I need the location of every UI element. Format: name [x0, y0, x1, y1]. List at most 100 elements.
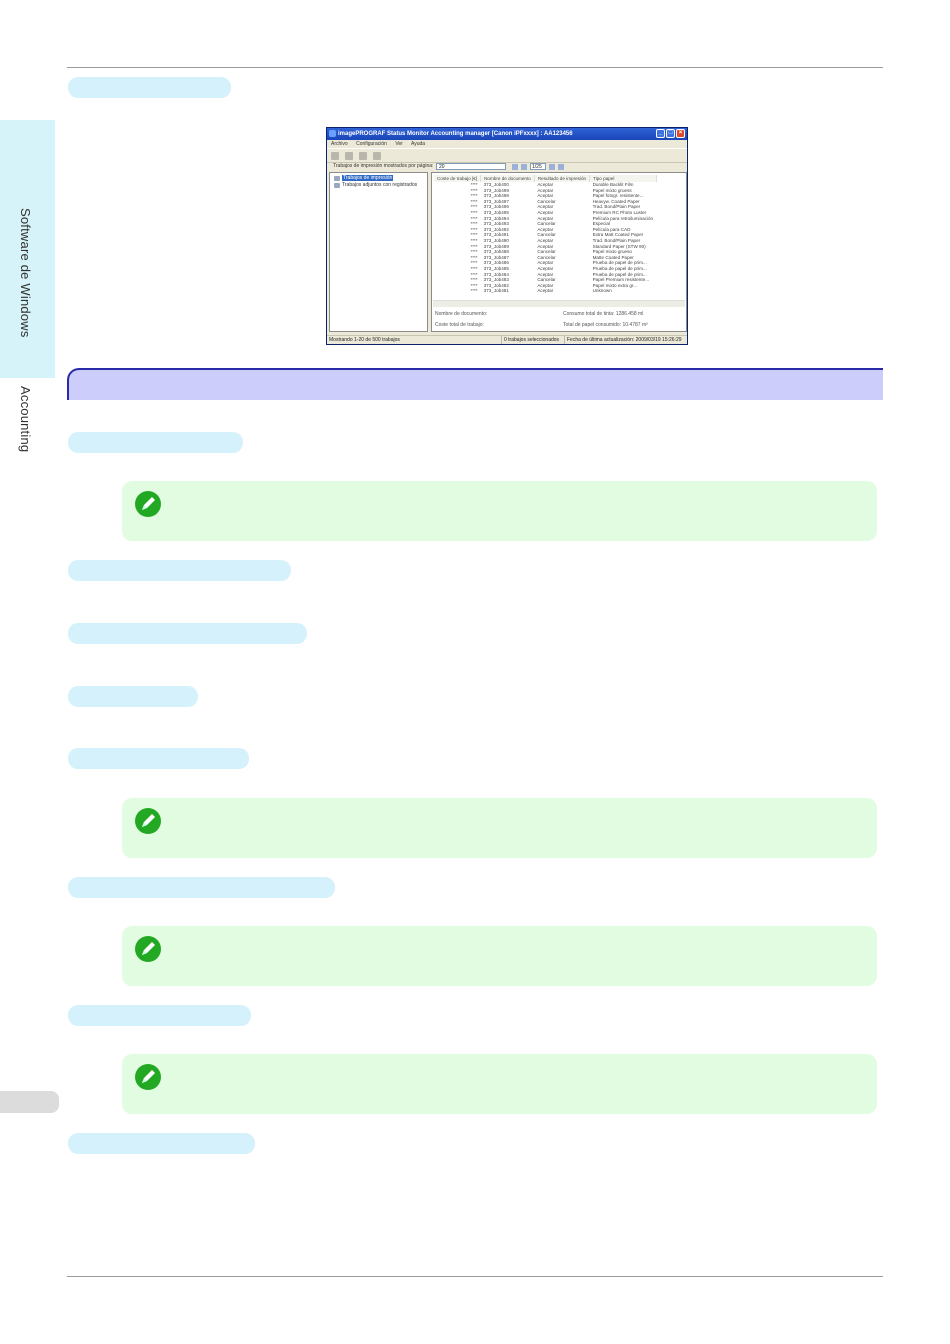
table-cell: Durable Backlit Film — [592, 182, 634, 187]
table-cell: 373_Job489 — [483, 243, 509, 249]
table-cell: Película para CAD — [592, 226, 631, 232]
toolbar — [327, 148, 687, 163]
table-cell: 373_Job493 — [483, 221, 509, 227]
maximize-icon[interactable]: □ — [666, 129, 675, 138]
table-cell: Unknown — [592, 288, 612, 294]
table-cell: 373_Job487 — [483, 254, 509, 260]
table-cell: **** — [470, 271, 478, 277]
note-box-1 — [122, 481, 877, 541]
prev-page-icon[interactable] — [521, 163, 527, 170]
table-cell: **** — [470, 182, 478, 187]
table-cell: Cancelar — [537, 232, 556, 238]
status-showing: Mostrando 1-20 de 500 trabajos — [327, 336, 502, 344]
tree-item-label: Trabajos de impresión — [342, 175, 394, 181]
tree-item-print-jobs[interactable]: Trabajos de impresión — [334, 175, 394, 181]
column-header-paper[interactable]: Tipo papel — [589, 175, 657, 182]
close-icon[interactable]: × — [676, 129, 685, 138]
export-icon[interactable] — [331, 151, 339, 160]
table-cell: Aceptar — [537, 237, 554, 243]
heading-pill-1 — [68, 77, 231, 98]
sidebar-chapter-label: Accounting — [18, 386, 33, 453]
job-list-pane: Coste de trabajo [€] Nombre de documento… — [431, 172, 687, 332]
table-cell: 373_Job498 — [483, 193, 509, 199]
top-rule — [67, 67, 883, 68]
page-field[interactable]: 1/25 — [530, 163, 546, 170]
menu-ayuda[interactable]: Ayuda — [410, 141, 426, 147]
menu-configuracion[interactable]: Configuración — [356, 141, 387, 147]
next-page-icon[interactable] — [549, 163, 555, 170]
heading-pill-2 — [68, 432, 243, 453]
table-cell: 373_Job485 — [483, 265, 509, 271]
sidebar-section-tab — [0, 120, 55, 350]
note-box-3 — [122, 926, 877, 986]
menu-archivo[interactable]: Archivo — [331, 141, 348, 147]
table-cell: Papel Premium resistente... — [592, 277, 650, 283]
jobs-per-page-select[interactable]: 20 — [436, 163, 506, 170]
pager: 1/25 — [512, 163, 564, 170]
table-cell: Aceptar — [537, 265, 554, 271]
folder-icon — [334, 175, 340, 181]
status-updated: Fecha de última actualización: 2009/03/1… — [567, 337, 682, 343]
table-cell: Cancelar — [537, 249, 556, 255]
menu-ver[interactable]: Ver — [395, 141, 403, 147]
table-cell: 373_Job495 — [483, 209, 509, 215]
table-cell: Trad. Bond/Plain Paper — [592, 237, 641, 243]
column-header-result[interactable]: Resultado de impresión — [534, 175, 591, 182]
folder-icon — [334, 182, 340, 188]
first-page-icon[interactable] — [512, 163, 518, 170]
table-cell: **** — [470, 221, 478, 227]
table-cell: 373_Job492 — [483, 226, 509, 232]
help-icon[interactable] — [373, 151, 381, 160]
table-cell: **** — [470, 237, 478, 243]
tree-item-attached-jobs[interactable]: Trabajos adjuntos con registrados — [334, 182, 417, 188]
table-cell: Prueba de papel de prim... — [592, 265, 647, 271]
table-cell: 373_Job497 — [483, 198, 509, 204]
heading-pill-4 — [68, 623, 307, 644]
info-doc-name: Nombre de documento: — [435, 311, 488, 317]
minimize-icon[interactable]: _ — [656, 129, 665, 138]
column-header-cost[interactable]: Coste de trabajo [€] — [434, 175, 482, 182]
last-page-icon[interactable] — [558, 163, 564, 170]
table-cell: 373_Job400 — [483, 182, 509, 187]
info-paper: Total de papel consumido: 10.4787 m² — [563, 322, 648, 328]
table-cell: **** — [470, 288, 478, 294]
table-cell: Película para retroiluminación — [592, 215, 654, 221]
table-cell: **** — [470, 226, 478, 232]
note-pencil-icon — [135, 1064, 161, 1090]
status-bar: Mostrando 1-20 de 500 trabajos 0 trabajo… — [327, 335, 687, 344]
refresh-icon[interactable] — [359, 151, 367, 160]
note-box-2 — [122, 798, 877, 858]
column-header-document[interactable]: Nombre de documento — [480, 175, 535, 182]
table-cell: **** — [470, 187, 478, 193]
table-cell: **** — [470, 249, 478, 255]
table-cell: **** — [470, 215, 478, 221]
tree-pane: Trabajos de impresión Trabajos adjuntos … — [329, 172, 428, 332]
horizontal-scrollbar[interactable] — [433, 300, 685, 307]
bottom-rule — [67, 1276, 883, 1277]
table-cell: Aceptar — [537, 243, 554, 249]
properties-icon[interactable] — [345, 151, 353, 160]
table-cell: Cancelar — [537, 254, 556, 260]
table-cell: 373_Job499 — [483, 187, 509, 193]
table-cell: 373_Job491 — [483, 232, 509, 238]
